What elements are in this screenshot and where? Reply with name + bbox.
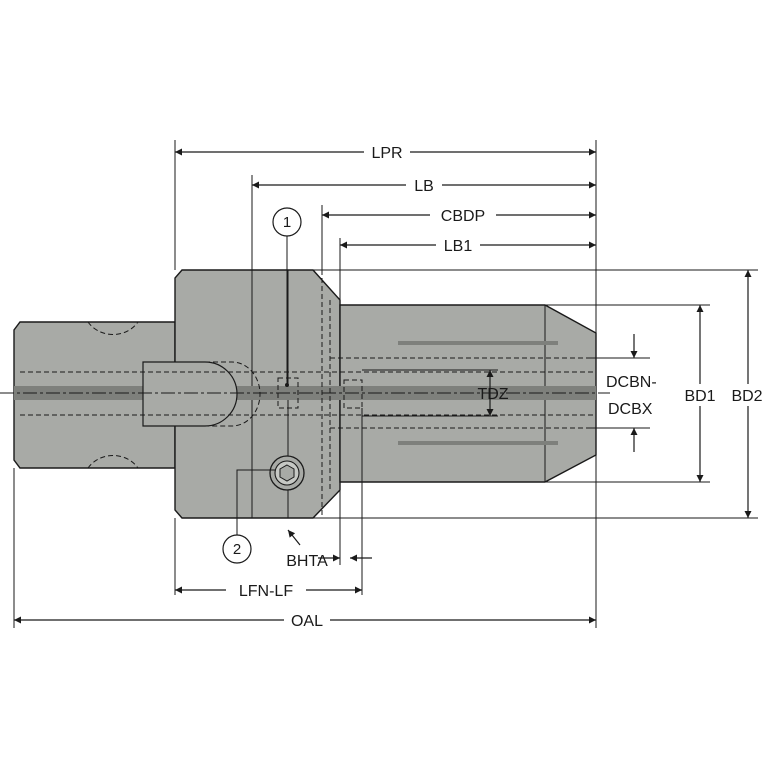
bhta-angle-leader xyxy=(287,529,301,546)
dimension-lines xyxy=(14,141,766,631)
lfn-lf-label: LFN-LF xyxy=(239,583,293,600)
shank-hidden-arc-top xyxy=(87,321,139,335)
callout-2: 2 xyxy=(222,469,276,564)
bd1-label: BD1 xyxy=(684,388,715,405)
callout-2-label: 2 xyxy=(233,541,241,558)
dcbx-label: DCBX xyxy=(608,401,653,418)
lb-label: LB xyxy=(414,178,434,195)
locking-screw xyxy=(269,455,305,491)
dcbn-label: DCBN- xyxy=(606,374,657,391)
holder-body xyxy=(0,269,610,519)
extension-lines xyxy=(13,140,758,628)
bd2-label: BD2 xyxy=(731,388,762,405)
coolant-plug-hidden xyxy=(343,379,363,409)
shank-hidden-arc-bottom xyxy=(87,455,139,469)
drive-slot xyxy=(142,361,238,427)
bhta-label: BHTA xyxy=(286,553,328,570)
lpr-label: LPR xyxy=(371,145,402,162)
tdz-label: TDZ xyxy=(477,386,508,403)
callout-1: 1 xyxy=(272,207,302,387)
callout-1-label: 1 xyxy=(283,214,291,231)
dimension-labels: LPR LB CBDP LB1 TDZ DCBN- DCBX BD1 BD2 B… xyxy=(239,145,763,630)
cbdp-label: CBDP xyxy=(441,208,485,225)
drive-slot-hidden xyxy=(205,361,261,427)
lb1-label: LB1 xyxy=(444,238,473,255)
oal-label: OAL xyxy=(291,613,323,630)
